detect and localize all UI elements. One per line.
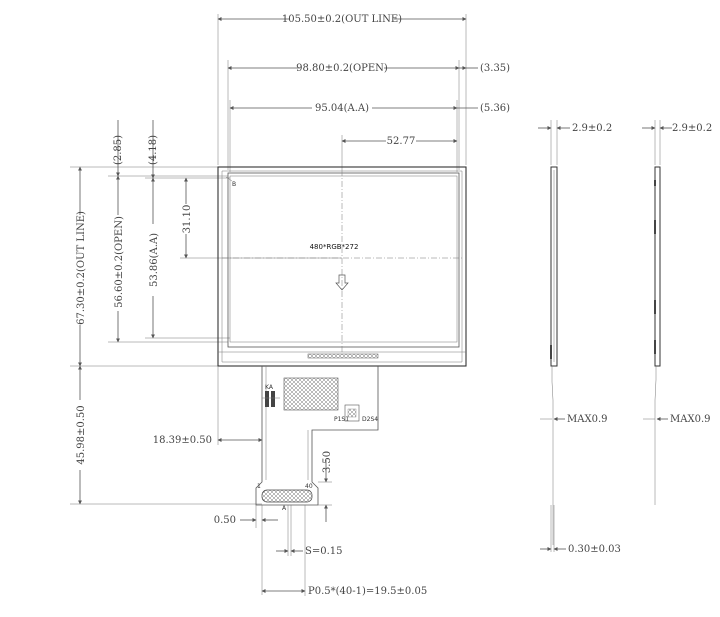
ic-block [283,377,339,411]
side-1-thickness-dim: 2.9±0.2 [572,123,612,134]
right-gap-2-dim: (5.36) [480,103,510,114]
test-point-box [344,404,360,422]
top-gap-1-dim: (2.85) [113,135,124,165]
side-2-thickness-dim: 2.9±0.2 [672,123,712,134]
resolution-label: 480*RGB*272 [310,243,359,251]
module-outline [217,166,467,367]
aa-height-dim: 53.86(A.A) [149,233,160,287]
top-gap-2-dim: (4.18) [148,135,159,165]
fpc-gold-fingers [261,489,313,503]
fpc-tail-dim: 3.50 [322,451,333,473]
ka-label: KA [265,384,274,391]
outline-width-dim: 105.50±0.2(OUT LINE) [282,14,402,25]
half-height-dim: 31.10 [182,205,193,234]
active-area [229,175,458,343]
ka-component-1 [265,391,269,407]
side-1-max-dim: MAX0.9 [567,414,607,425]
connector-label: A [282,505,287,512]
side-view-1: 2.9±0.2 MAX0.9 0.30±0.03 [538,120,621,555]
side-1-body [550,166,558,367]
pin1-label: P1S1 [334,416,349,423]
side-view-2: 2.9±0.2 MAX0.9 [642,120,712,505]
corner-mark: B [232,181,236,188]
fpc-offset-dim: 18.39±0.50 [153,435,212,446]
front-view: 105.50±0.2(OUT LINE) 98.80±0.2(OPEN) 95.… [70,13,510,597]
open-area [227,172,460,348]
aa-width-dim: 95.04(A.A) [315,103,369,114]
pin2-label: D2S4 [362,416,378,423]
ka-component-2 [271,391,275,407]
down-arrow-icon [335,274,349,291]
pin-first-label: 1 [257,483,261,490]
pin-last-label: 40 [305,483,313,490]
right-gap-1-dim: (3.35) [480,63,510,74]
open-width-dim: 98.80±0.2(OPEN) [296,63,388,74]
fpc-thickness-dim: 0.30±0.03 [568,544,621,555]
outline-height-dim: 67.30±0.2(OUT LINE) [76,211,87,325]
pin-width-dim: S=0.15 [305,546,343,557]
pitch-edge-dim: 0.50 [214,515,236,526]
fpc-length-dim: 45.98±0.50 [76,405,87,464]
side-2-max-dim: MAX0.9 [670,414,710,425]
half-width-dim: 52.77 [387,136,416,147]
pin-pitch-dim: P0.5*(40-1)=19.5±0.05 [308,586,427,597]
glass-connector-strip [307,353,379,359]
open-height-dim: 56.60±0.2(OPEN) [114,216,125,308]
side-2-body [654,166,661,367]
